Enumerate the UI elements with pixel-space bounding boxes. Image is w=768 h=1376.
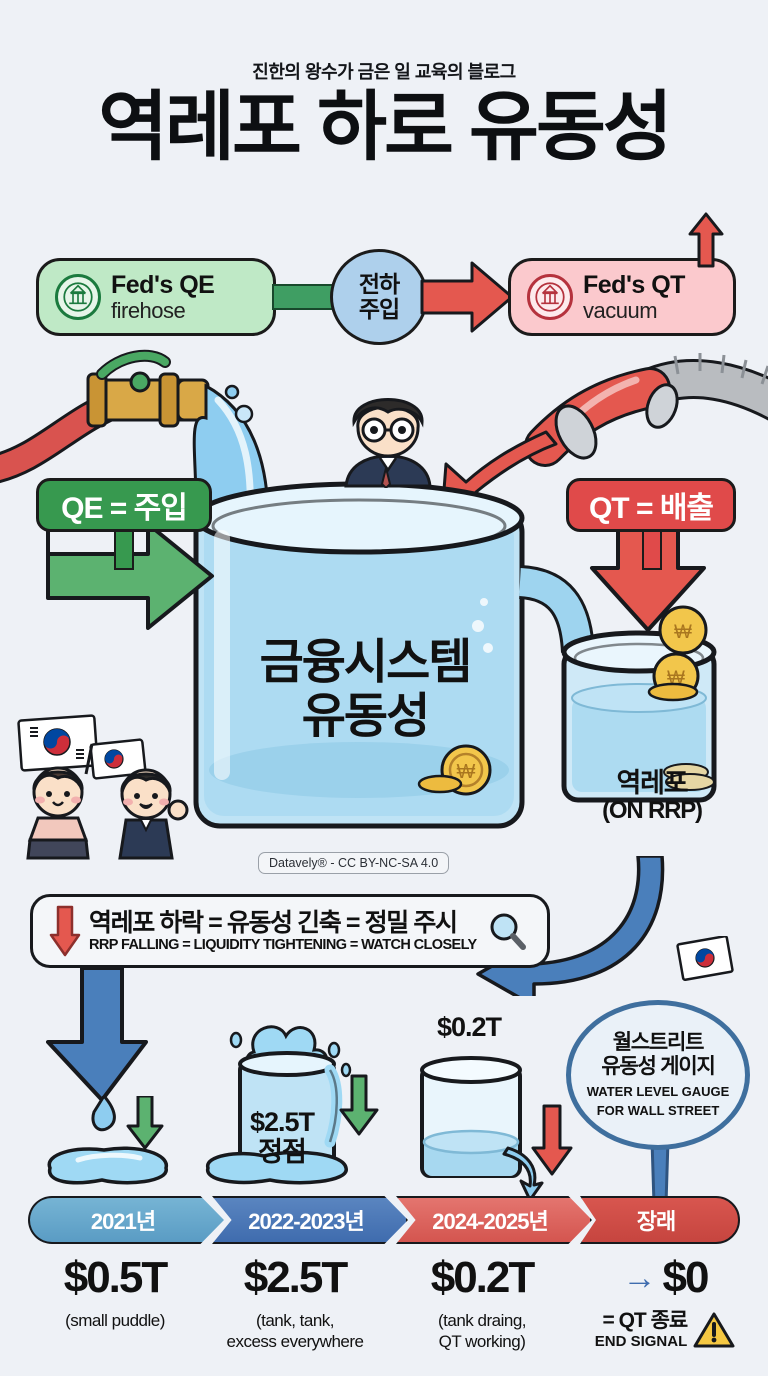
main-tank-label-line1: 금융시스템: [259, 636, 473, 689]
draining-tank-illustration: [420, 1056, 573, 1200]
fed-qe-chip-text: Fed's QE firehose: [111, 271, 215, 323]
peak-tank-amount-line2: 정점: [258, 1136, 307, 1167]
value-amount-2024-2025: $0.2T: [430, 1253, 536, 1302]
svg-text:₩: ₩: [674, 622, 692, 643]
svg-text:₩: ₩: [457, 761, 476, 783]
value-note-2024-2025-line1: (tank draing,: [438, 1311, 527, 1330]
chip-connector-bar: [272, 284, 338, 310]
timeline-label-2024-2025: 2024-2025년: [432, 1209, 548, 1234]
value-note-2022-2023-line2: excess everywhere: [226, 1332, 364, 1352]
value-note-2021: (small puddle): [65, 1311, 165, 1330]
red-right-arrow-icon: [420, 261, 514, 333]
main-tank-label: 금융시스템 유동성: [200, 636, 530, 744]
plumbing-illustration: ₩ ₩ ₩: [0, 349, 768, 829]
fed-qe-line1: Fed's QE: [111, 271, 215, 300]
value-amount-future: $0: [662, 1253, 710, 1302]
peak-tank-amount-line1: $2.5T: [249, 1107, 315, 1137]
blog-kicker: 진한의 왕수가 금은 일 교육의 블로그: [252, 62, 516, 82]
gauge-en-line1: WATER LEVEL GAUGE: [586, 1083, 730, 1099]
end-signal-en: END SIGNAL: [594, 1333, 688, 1351]
gauge-en-line2: FOR WALL STREET: [596, 1103, 720, 1119]
person-peeking-icon: [344, 398, 432, 488]
wall-street-gauge-badge: 월스트리트 유동성 게이지 WATER LEVEL GAUGE FOR WALL…: [566, 1000, 750, 1150]
red-down-arrow-icon: [49, 905, 81, 957]
credit-badge: Datavely® - CC BY-NC-SA 4.0: [258, 852, 450, 874]
warning-triangle-icon: [693, 1312, 735, 1348]
timeline: 2021년 2022-2023년 2024-2025년 장래: [28, 1196, 740, 1244]
fed-qt-line1: Fed's QT: [583, 271, 685, 300]
timeline-segment-future[interactable]: 장래: [580, 1196, 740, 1244]
draining-tank-amount: $0.2T: [436, 1012, 502, 1042]
korean-flag-characters-icon: [17, 714, 189, 860]
timeline-label-2021: 2021년: [90, 1209, 156, 1234]
magnifier-icon: [490, 913, 526, 950]
qe-sign: QE = 주입: [36, 478, 212, 532]
qt-sign: QT = 배출: [566, 478, 736, 532]
timeline-segment-2021[interactable]: 2021년: [28, 1196, 224, 1244]
value-column-2024-2025: $0.2T (tank draing, QT working): [392, 1256, 572, 1353]
value-column-2022-2023: $2.5T (tank, tank, excess everywhere: [190, 1256, 400, 1353]
fed-seal-red-icon: [527, 274, 573, 320]
fed-qe-chip: Fed's QE firehose: [36, 258, 276, 336]
alert-banner-text: 역레포 하락 = 유동성 긴축 = 정밀 주시 RRP FALLING = LI…: [89, 909, 477, 953]
qe-sign-post: [114, 530, 134, 570]
fed-qt-chip-text: Fed's QT vacuum: [583, 271, 685, 323]
qt-sign-post: [642, 530, 662, 570]
timeline-segment-2024-2025[interactable]: 2024-2025년: [396, 1196, 592, 1244]
korean-flag-icon: [676, 936, 734, 982]
charge-injection-line2: 주입: [358, 296, 400, 322]
rrp-tank-label-ko: 역레포: [616, 768, 689, 798]
charge-injection-badge: 전하 주입: [330, 249, 428, 345]
overflow-tank-illustration: [206, 1025, 379, 1185]
rrp-tank-label: 역레포 (ON RRP): [572, 768, 732, 825]
end-signal-ko: = QT 종료: [602, 1309, 689, 1332]
end-signal-text: = QT 종료 END SIGNAL: [594, 1308, 689, 1351]
charge-injection-line1: 전하: [358, 270, 400, 297]
gauge-ko-line2: 유동성 게이지: [601, 1055, 716, 1079]
alert-banner-en: RRP FALLING = LIQUIDITY TIGHTENING = WAT…: [89, 936, 477, 953]
value-note-2022-2023: (tank, tank, excess everywhere: [190, 1310, 400, 1353]
right-arrow-icon: →: [622, 1259, 657, 1297]
fed-qt-line2: vacuum: [583, 297, 658, 323]
red-up-arrow-icon: [688, 212, 724, 268]
alert-banner-ko: 역레포 하락 = 유동성 긴축 = 정밀 주시: [89, 908, 458, 937]
fed-seal-green-icon: [55, 274, 101, 320]
value-note-2024-2025: (tank draing, QT working): [392, 1310, 572, 1353]
value-note-2024-2025-line2: QT working): [438, 1332, 526, 1352]
page-title: 역레포 하로 유동성: [98, 85, 673, 170]
value-column-future: → $0 = QT 종료 END SIGNAL: [570, 1256, 760, 1351]
value-amount-future-row: → $0: [570, 1256, 760, 1300]
blue-down-arrow-icon: [46, 968, 148, 1102]
timeline-segment-2022-2023[interactable]: 2022-2023년: [212, 1196, 408, 1244]
puddle-illustration: [47, 1096, 168, 1185]
fed-qt-chip: Fed's QT vacuum: [508, 258, 736, 336]
peak-tank-amount: $2.5T 정점: [222, 1107, 342, 1167]
value-amount-2022-2023: $2.5T: [243, 1253, 349, 1302]
gauge-ko-line1: 월스트리트: [612, 1031, 705, 1055]
value-amount-2021: $0.5T: [63, 1253, 169, 1302]
timeline-label-future: 장래: [636, 1209, 676, 1234]
main-tank-label-line2: 유동성: [301, 689, 430, 743]
timeline-label-2022-2023: 2022-2023년: [248, 1209, 364, 1234]
rrp-tank-label-en: (ON RRP): [602, 797, 703, 825]
alert-banner: 역레포 하락 = 유동성 긴축 = 정밀 주시 RRP FALLING = LI…: [30, 894, 550, 968]
end-signal-row: = QT 종료 END SIGNAL: [570, 1308, 760, 1351]
fed-qe-line2: firehose: [111, 297, 186, 323]
value-column-2021: $0.5T (small puddle): [20, 1256, 210, 1331]
value-note-2022-2023-line1: (tank, tank,: [255, 1311, 335, 1330]
